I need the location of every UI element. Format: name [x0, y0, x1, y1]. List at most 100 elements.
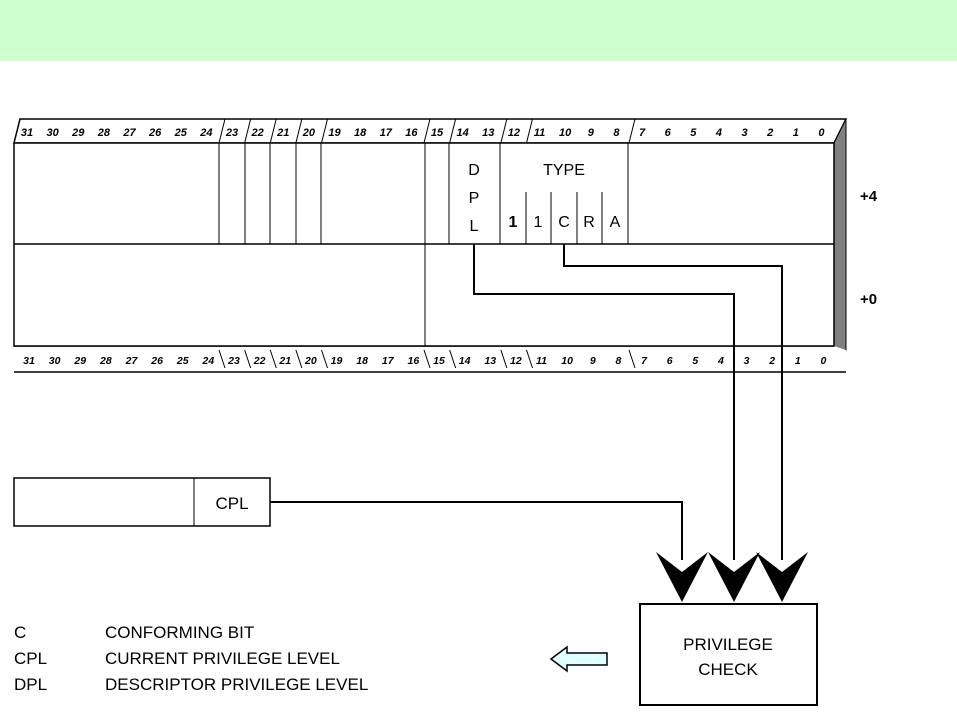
- dpl-arrowhead: [708, 552, 760, 602]
- bottom-bit-number: 25: [176, 355, 189, 367]
- type-bit-a: A: [610, 214, 621, 231]
- top-bit-divider: [526, 118, 533, 144]
- top-bit-number: 9: [588, 127, 595, 139]
- bottom-bit-number: 21: [278, 355, 291, 367]
- descriptor-bottom-face: [14, 346, 846, 372]
- top-bit-number: 3: [741, 127, 747, 139]
- bottom-bit-number: 15: [433, 355, 445, 367]
- type-label: TYPE: [543, 162, 585, 179]
- dpl-letter-p: P: [469, 190, 480, 207]
- bottom-bit-number: 26: [150, 355, 163, 367]
- type-bit-c: C: [558, 214, 570, 231]
- top-bit-number: 15: [431, 127, 444, 139]
- top-bit-number: 5: [690, 127, 697, 139]
- top-bit-number: 17: [380, 127, 393, 139]
- type-bit-11: 1: [509, 214, 518, 231]
- top-bit-number: 11: [534, 127, 545, 139]
- top-bit-number: 8: [613, 127, 620, 139]
- top-bit-number: 29: [71, 127, 85, 139]
- top-bit-number: 20: [302, 127, 316, 139]
- legend-abbr-c: C: [14, 623, 26, 642]
- dpl-letter-d: D: [468, 162, 480, 179]
- top-bit-number: 18: [354, 127, 367, 139]
- bottom-bit-number: 11: [536, 355, 547, 367]
- cpl-register: CPL: [13, 477, 271, 527]
- legend-meaning-c: CONFORMING BIT: [105, 623, 254, 642]
- top-bit-divider: [500, 118, 508, 144]
- bottom-bit-divider: [269, 349, 277, 369]
- bottom-bit-number: 3: [744, 355, 750, 367]
- bottom-bit-number: 30: [49, 355, 61, 367]
- bottom-bit-divider: [295, 349, 303, 369]
- bottom-bit-number: 2: [768, 355, 775, 367]
- bottom-bit-number: 8: [615, 355, 621, 367]
- bottom-bit-number: 20: [304, 355, 317, 367]
- top-bit-number: 28: [97, 127, 111, 139]
- top-bit-number: 24: [199, 127, 212, 139]
- top-bit-number: 22: [251, 127, 264, 139]
- top-bit-number: 26: [148, 127, 162, 139]
- top-bit-divider: [244, 118, 252, 144]
- top-bit-divider: [449, 118, 457, 144]
- top-bit-number: 19: [328, 127, 341, 139]
- bottom-bit-number: 14: [459, 355, 471, 367]
- field-dividers: [218, 143, 629, 346]
- bottom-bit-divider: [628, 349, 636, 369]
- bottom-bit-number: 12: [510, 355, 522, 367]
- top-bit-divider: [321, 118, 328, 144]
- bottom-bit-number: 10: [561, 355, 573, 367]
- bottom-bit-number: 27: [125, 355, 139, 367]
- legend-abbr-cpl: CPL: [14, 649, 47, 668]
- top-bit-number: 4: [715, 127, 722, 139]
- top-bit-number: 14: [457, 127, 469, 139]
- dpl-letter-l: L: [470, 218, 479, 235]
- legend-meaning-cpl: CURRENT PRIVILEGE LEVEL: [105, 649, 340, 668]
- bottom-bit-number: 7: [641, 355, 648, 367]
- legend: C CONFORMING BIT CPL CURRENT PRIVILEGE L…: [14, 623, 368, 694]
- bottom-bit-number: 29: [73, 355, 86, 367]
- top-bit-number: 13: [482, 127, 494, 139]
- bottom-bit-divider: [500, 349, 508, 369]
- bottom-bit-divider: [244, 349, 252, 369]
- bottom-bit-number: 1: [795, 355, 801, 367]
- descriptor-right-face: [833, 118, 847, 373]
- legend-abbr-dpl: DPL: [14, 675, 47, 694]
- cpl-label: CPL: [215, 494, 248, 513]
- bottom-bit-divider: [423, 349, 431, 369]
- type-bit-r: R: [583, 214, 595, 231]
- top-bit-number: 16: [405, 127, 418, 139]
- bottom-bit-number: 5: [692, 355, 698, 367]
- c-bit-connector: [563, 244, 783, 560]
- offset-plus-4: +4: [860, 188, 878, 205]
- bottom-bit-divider: [321, 349, 328, 369]
- top-bit-number: 21: [276, 127, 289, 139]
- bottom-bit-number: 22: [253, 355, 266, 367]
- offset-plus-0: +0: [860, 291, 877, 308]
- top-bit-divider: [269, 118, 277, 144]
- top-bit-number: 2: [766, 127, 773, 139]
- cpl-connector: [270, 501, 683, 560]
- bottom-bit-number: 19: [331, 355, 343, 367]
- left-arrow-icon: [549, 645, 608, 673]
- bottom-bit-divider: [218, 349, 226, 369]
- bottom-bit-number: 31: [23, 355, 35, 367]
- top-bit-divider: [628, 118, 636, 144]
- privilege-check-box: PRIVILEGE CHECK: [639, 603, 818, 706]
- top-bit-divider: [423, 118, 431, 144]
- bottom-bit-number: 18: [356, 355, 368, 367]
- top-bit-number: 6: [665, 127, 672, 139]
- top-bit-number: 23: [225, 127, 238, 139]
- type-bit-10: 1: [534, 214, 543, 231]
- top-bit-number: 30: [47, 127, 60, 139]
- top-bit-number: 7: [639, 127, 646, 139]
- top-bit-divider: [218, 118, 226, 144]
- privilege-check-line1: PRIVILEGE: [683, 635, 773, 654]
- dpl-connector: [473, 244, 735, 560]
- bottom-bit-number: 4: [717, 355, 724, 367]
- bottom-bit-number: 9: [590, 355, 596, 367]
- bottom-bit-number: 13: [484, 355, 496, 367]
- privilege-check-line2: CHECK: [698, 660, 758, 679]
